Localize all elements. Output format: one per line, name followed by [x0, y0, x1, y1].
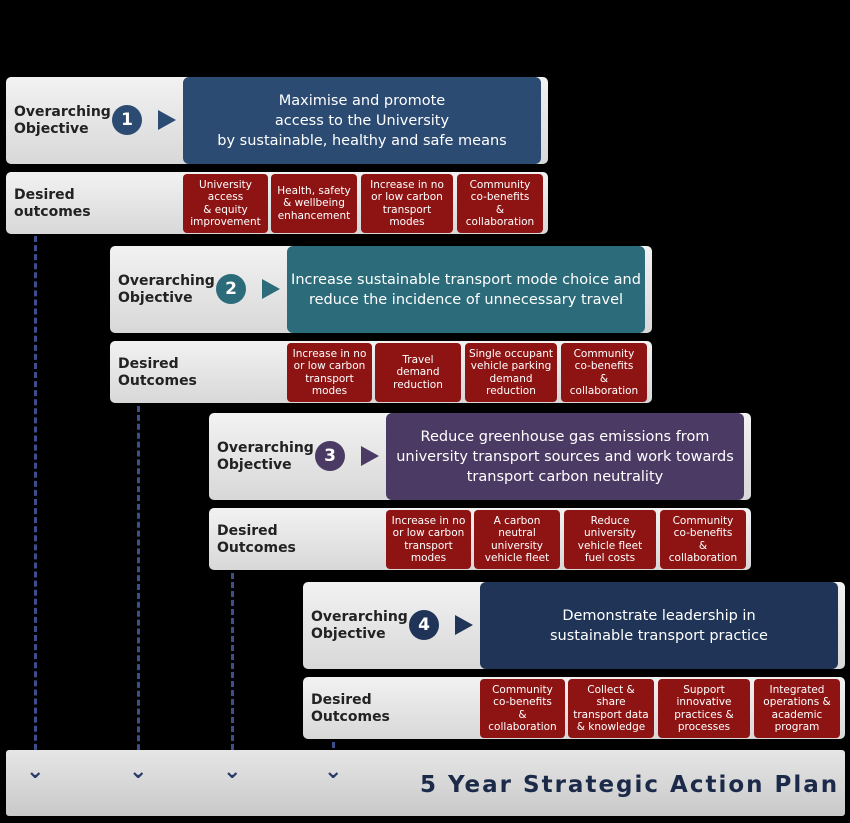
outcome-box: Integrated operations & academic program: [754, 679, 840, 738]
outcome-box: Single occupant vehicle parking demand r…: [465, 343, 557, 402]
objective-box: Maximise and promote access to the Unive…: [183, 77, 541, 164]
objective-label: Overarching Objective: [217, 440, 314, 473]
objective-number-badge: 2: [216, 274, 246, 304]
action-plan-title: 5 Year Strategic Action Plan: [420, 772, 840, 798]
outcome-box: Community co-benefits & collaboration: [660, 510, 746, 569]
objective-number-badge: 3: [315, 441, 345, 471]
outcome-box: Support innovative practices & processes: [658, 679, 750, 738]
arrow-right-icon: [361, 446, 379, 466]
arrow-down-icon: ⌄: [26, 759, 45, 784]
outcome-box: Reduce university vehicle fleet fuel cos…: [564, 510, 656, 569]
outcome-box: Community co-benefits & collaboration: [561, 343, 647, 402]
outcome-box: Increase in no or low carbon transport m…: [361, 174, 453, 233]
outcome-box: Travel demand reduction: [375, 343, 461, 402]
dashed-connector: [231, 573, 234, 768]
objective-box: Demonstrate leadership in sustainable tr…: [480, 582, 838, 669]
arrow-right-icon: [262, 279, 280, 299]
objective-label: Overarching Objective: [311, 609, 408, 642]
objective-label: Overarching Objective: [14, 104, 111, 137]
objective-number-badge: 4: [409, 610, 439, 640]
arrow-down-icon: ⌄: [129, 759, 148, 784]
outcome-box: Increase in no or low carbon transport m…: [386, 510, 471, 569]
objective-label: Overarching Objective: [118, 273, 215, 306]
dashed-connector: [137, 406, 140, 768]
outcome-box: A carbon neutral university vehicle flee…: [474, 510, 560, 569]
outcome-box: Community co-benefits & collaboration: [457, 174, 543, 233]
dashed-connector: [34, 236, 37, 768]
outcome-box: Health, safety & wellbeing enhancement: [271, 174, 357, 233]
outcome-box: University access & equity improvement: [183, 174, 268, 233]
objective-box: Reduce greenhouse gas emissions from uni…: [386, 413, 744, 500]
outcome-box: Collect & share transport data & knowled…: [568, 679, 654, 738]
objective-box: Increase sustainable transport mode choi…: [287, 246, 645, 333]
outcomes-label: Desired Outcomes: [311, 692, 390, 725]
action-plan-bar: [6, 750, 845, 816]
outcomes-label: Desired Outcomes: [217, 523, 296, 556]
arrow-right-icon: [158, 110, 176, 130]
outcomes-label: Desired outcomes: [14, 187, 91, 220]
outcome-box: Increase in no or low carbon transport m…: [287, 343, 372, 402]
arrow-right-icon: [455, 615, 473, 635]
arrow-down-icon: ⌄: [324, 759, 343, 784]
objective-number-badge: 1: [112, 105, 142, 135]
outcome-box: Community co-benefits & collaboration: [480, 679, 565, 738]
outcomes-label: Desired Outcomes: [118, 356, 197, 389]
arrow-down-icon: ⌄: [223, 759, 242, 784]
